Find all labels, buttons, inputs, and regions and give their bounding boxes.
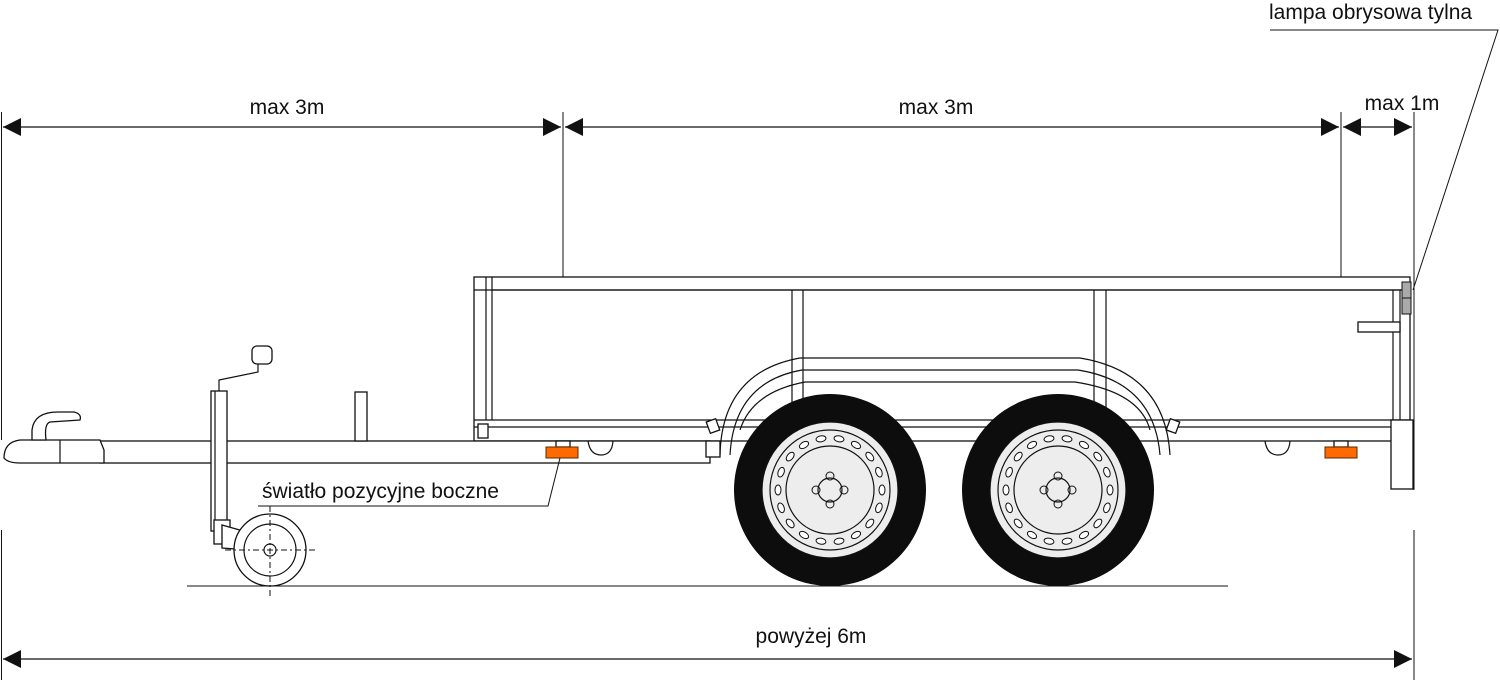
rim-slot: [815, 435, 827, 443]
rim-slot: [1026, 440, 1038, 450]
rim-slot: [1013, 518, 1023, 529]
dimension-middle: max 3m: [565, 96, 1339, 136]
rim-slot: [785, 451, 795, 462]
rim-slot: [785, 518, 795, 529]
rim-slot: [850, 440, 862, 450]
rim-slot: [1013, 451, 1023, 462]
rim-slot: [1005, 466, 1013, 478]
rim-slot: [815, 537, 827, 545]
side-lamp-front: [545, 440, 579, 459]
wheel-front: [734, 394, 926, 586]
rim-slot: [878, 484, 886, 496]
dimension-total-label: powyżej 6m: [756, 625, 867, 648]
wheel-rear: [962, 394, 1154, 586]
rim-slot: [1002, 484, 1010, 496]
rim-slot: [1061, 537, 1073, 545]
fender: [705, 357, 1181, 456]
callout-side-lamp: światło pozycyjne boczne: [258, 457, 561, 507]
dimension-front: max 3m: [3, 96, 561, 136]
rim-slot: [1103, 466, 1111, 478]
dimension-middle-label: max 3m: [899, 96, 974, 119]
rim-slot: [1061, 435, 1073, 443]
rim-slot: [875, 466, 883, 478]
rim-slot: [1005, 502, 1013, 514]
cargo-box: [473, 276, 1414, 490]
rim-slot: [1103, 502, 1111, 514]
extension-lines: [1, 112, 1415, 680]
rim-slot: [1043, 435, 1055, 443]
rim-slot: [1093, 451, 1103, 462]
coupling-head: [3, 411, 105, 464]
rim-slot: [1106, 484, 1114, 496]
rim-slot: [865, 451, 875, 462]
rim-slot: [777, 466, 785, 478]
callout-side-lamp-label: światło pozycyjne boczne: [262, 480, 499, 503]
rim-slot: [1043, 537, 1055, 545]
dimension-rear-label: max 1m: [1365, 92, 1440, 115]
dimension-front-label: max 3m: [250, 96, 325, 119]
rim-slot: [777, 502, 785, 514]
dimension-rear: max 1m: [1343, 92, 1440, 136]
side-lamp-rear: [1324, 440, 1358, 459]
rim-slot: [774, 484, 782, 496]
rim-slot: [798, 530, 810, 540]
rim-slot: [1078, 530, 1090, 540]
rim-slot: [798, 440, 810, 450]
rim-slot: [850, 530, 862, 540]
rim-slot: [1026, 530, 1038, 540]
rim-slot: [1093, 518, 1103, 529]
rim-slot: [1078, 440, 1090, 450]
rim-slot: [833, 435, 845, 443]
callout-rear-lamp: lampa obrysowa tylna: [1269, 1, 1499, 291]
jockey-wheel: [210, 345, 315, 596]
support-loop-rear: [1264, 440, 1291, 456]
rim-slot: [865, 518, 875, 529]
rim-slot: [833, 537, 845, 545]
callout-rear-lamp-label: lampa obrysowa tylna: [1269, 1, 1472, 24]
rim-slot: [875, 502, 883, 514]
dimension-total: powyżej 6m: [3, 625, 1412, 668]
support-loop-front: [587, 440, 614, 456]
